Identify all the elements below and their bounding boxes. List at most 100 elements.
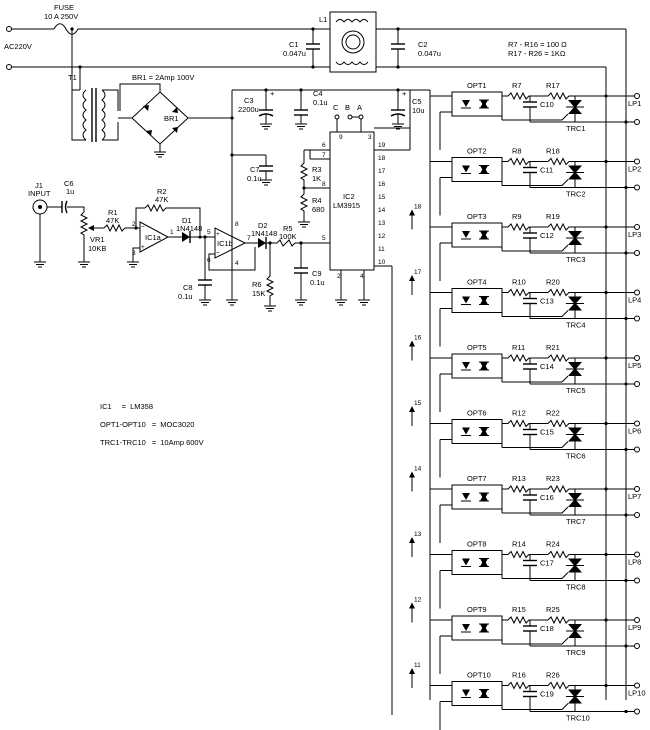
svg-text:10: 10 — [378, 259, 386, 266]
svg-text:6: 6 — [322, 142, 326, 149]
ic2-label: IC2 — [343, 192, 355, 201]
optocoupler — [451, 681, 503, 706]
optocoupler — [451, 91, 503, 117]
svg-text:C: C — [333, 103, 339, 112]
lamp-terminal — [634, 420, 640, 427]
svg-text:19: 19 — [378, 142, 386, 149]
bridge-rating: BR1 = 2Amp 100V — [132, 73, 194, 82]
lamp-terminal — [634, 643, 640, 649]
svg-text:16: 16 — [378, 181, 386, 188]
svg-text:C4: C4 — [313, 89, 323, 98]
ic2-part: LM3915 — [333, 201, 360, 210]
triac — [568, 165, 582, 174]
svg-text:15K: 15K — [252, 289, 265, 298]
resistor-label: R11 — [512, 343, 525, 352]
svg-text:1N4148: 1N4148 — [251, 229, 277, 238]
triac-label: TRC6 — [566, 452, 586, 461]
optocoupler — [451, 353, 503, 379]
svg-text:+: + — [141, 244, 145, 251]
optocoupler — [451, 419, 503, 444]
svg-text:7: 7 — [247, 235, 251, 242]
snubber-resistor-label: R23 — [546, 474, 560, 483]
note-trc: TRC1-TRC10=10Amp 600V — [100, 438, 204, 447]
optocoupler-label: OPT7 — [467, 474, 487, 483]
note-ic1: IC1=LM358 — [100, 402, 153, 411]
optocoupler-label: OPT3 — [467, 212, 487, 221]
svg-text:0.1u: 0.1u — [247, 174, 262, 183]
power-supply: T1 BR1 = 2Amp 100V BR1 — [68, 27, 425, 300]
lamp-terminal — [634, 93, 640, 99]
triac — [568, 296, 582, 305]
lamp-terminal — [634, 551, 640, 558]
svg-text:IC1b: IC1b — [217, 239, 233, 248]
input-jack-label: J1 — [35, 181, 43, 190]
svg-text:1N4148: 1N4148 — [176, 224, 202, 233]
lamp-terminal — [634, 119, 640, 125]
triac — [568, 493, 582, 501]
bridge-label: BR1 — [164, 114, 179, 123]
lamp-terminal — [634, 682, 640, 689]
optocoupler-label: OPT4 — [467, 278, 487, 287]
resistor-r1: R1 47K — [103, 208, 140, 233]
snubber-resistor-label: R24 — [546, 540, 560, 549]
snubber-resistor-label: R22 — [546, 409, 560, 418]
svg-text:10KB: 10KB — [88, 244, 106, 253]
svg-text:47K: 47K — [155, 195, 168, 204]
svg-text:100K: 100K — [279, 232, 297, 241]
resistor-r6: R6 15K — [252, 243, 277, 312]
lamp-terminal — [634, 250, 640, 256]
triac — [568, 100, 582, 108]
capacitor-c8: C8 0.1u — [178, 279, 212, 306]
lamp-terminal — [634, 224, 640, 230]
svg-text:0.1u: 0.1u — [313, 98, 328, 107]
bridge-rectifier — [131, 91, 189, 145]
capacitor-label: C18 — [540, 624, 554, 633]
optocoupler — [451, 157, 503, 182]
lamp-terminal — [634, 446, 640, 453]
opamp-ic1b: + − IC1b 5 6 7 8 4 — [207, 221, 256, 306]
inductor-l1 — [329, 11, 377, 73]
svg-text:47K: 47K — [106, 216, 119, 225]
triac — [568, 558, 582, 567]
resistor-label: R7 — [512, 81, 522, 90]
resistor-r3: R3 1K — [299, 150, 322, 188]
optocoupler-label: OPT5 — [467, 343, 487, 352]
svg-text:C1: C1 — [289, 40, 299, 49]
svg-text:7: 7 — [322, 152, 326, 159]
capacitor-label: C14 — [540, 362, 554, 371]
driver-pin-label: 18 — [414, 204, 422, 211]
resistor-label: R16 — [512, 671, 526, 680]
triac-label: TRC8 — [566, 583, 586, 592]
driver-pin-label: 11 — [414, 662, 421, 669]
capacitor-c2: C2 0.047u — [391, 29, 441, 67]
optocoupler — [451, 484, 503, 510]
resistor-label: R13 — [512, 474, 526, 483]
svg-text:1u: 1u — [66, 187, 74, 196]
svg-text:5: 5 — [207, 229, 211, 236]
driver-pin-label: 14 — [414, 466, 422, 473]
note-opt: OPT1-OPT10=MOC3020 — [100, 420, 194, 429]
svg-text:+: + — [216, 231, 220, 238]
svg-text:+: + — [402, 89, 407, 98]
lamp-label: LP2 — [628, 165, 641, 174]
fuse-rating: 10 A 250V — [44, 12, 78, 21]
capacitor-c3: + C3 2200u — [238, 89, 275, 130]
optocoupler — [451, 615, 503, 641]
resistor-r5: R5 100K — [276, 224, 330, 247]
svg-text:4: 4 — [360, 273, 364, 280]
svg-text:0.1u: 0.1u — [178, 292, 193, 301]
snubber-resistor-label: R20 — [546, 278, 560, 287]
capacitor-c6: C6 1u — [61, 179, 74, 214]
fuse-label: FUSE — [54, 3, 74, 12]
lamp-label: LP10 — [628, 689, 646, 698]
svg-text:A: A — [357, 103, 362, 112]
svg-text:13: 13 — [378, 220, 386, 227]
svg-text:D2: D2 — [258, 221, 268, 230]
lamp-label: LP7 — [628, 492, 641, 501]
svg-text:IC1a: IC1a — [145, 233, 162, 242]
lamp-terminal — [634, 486, 640, 492]
